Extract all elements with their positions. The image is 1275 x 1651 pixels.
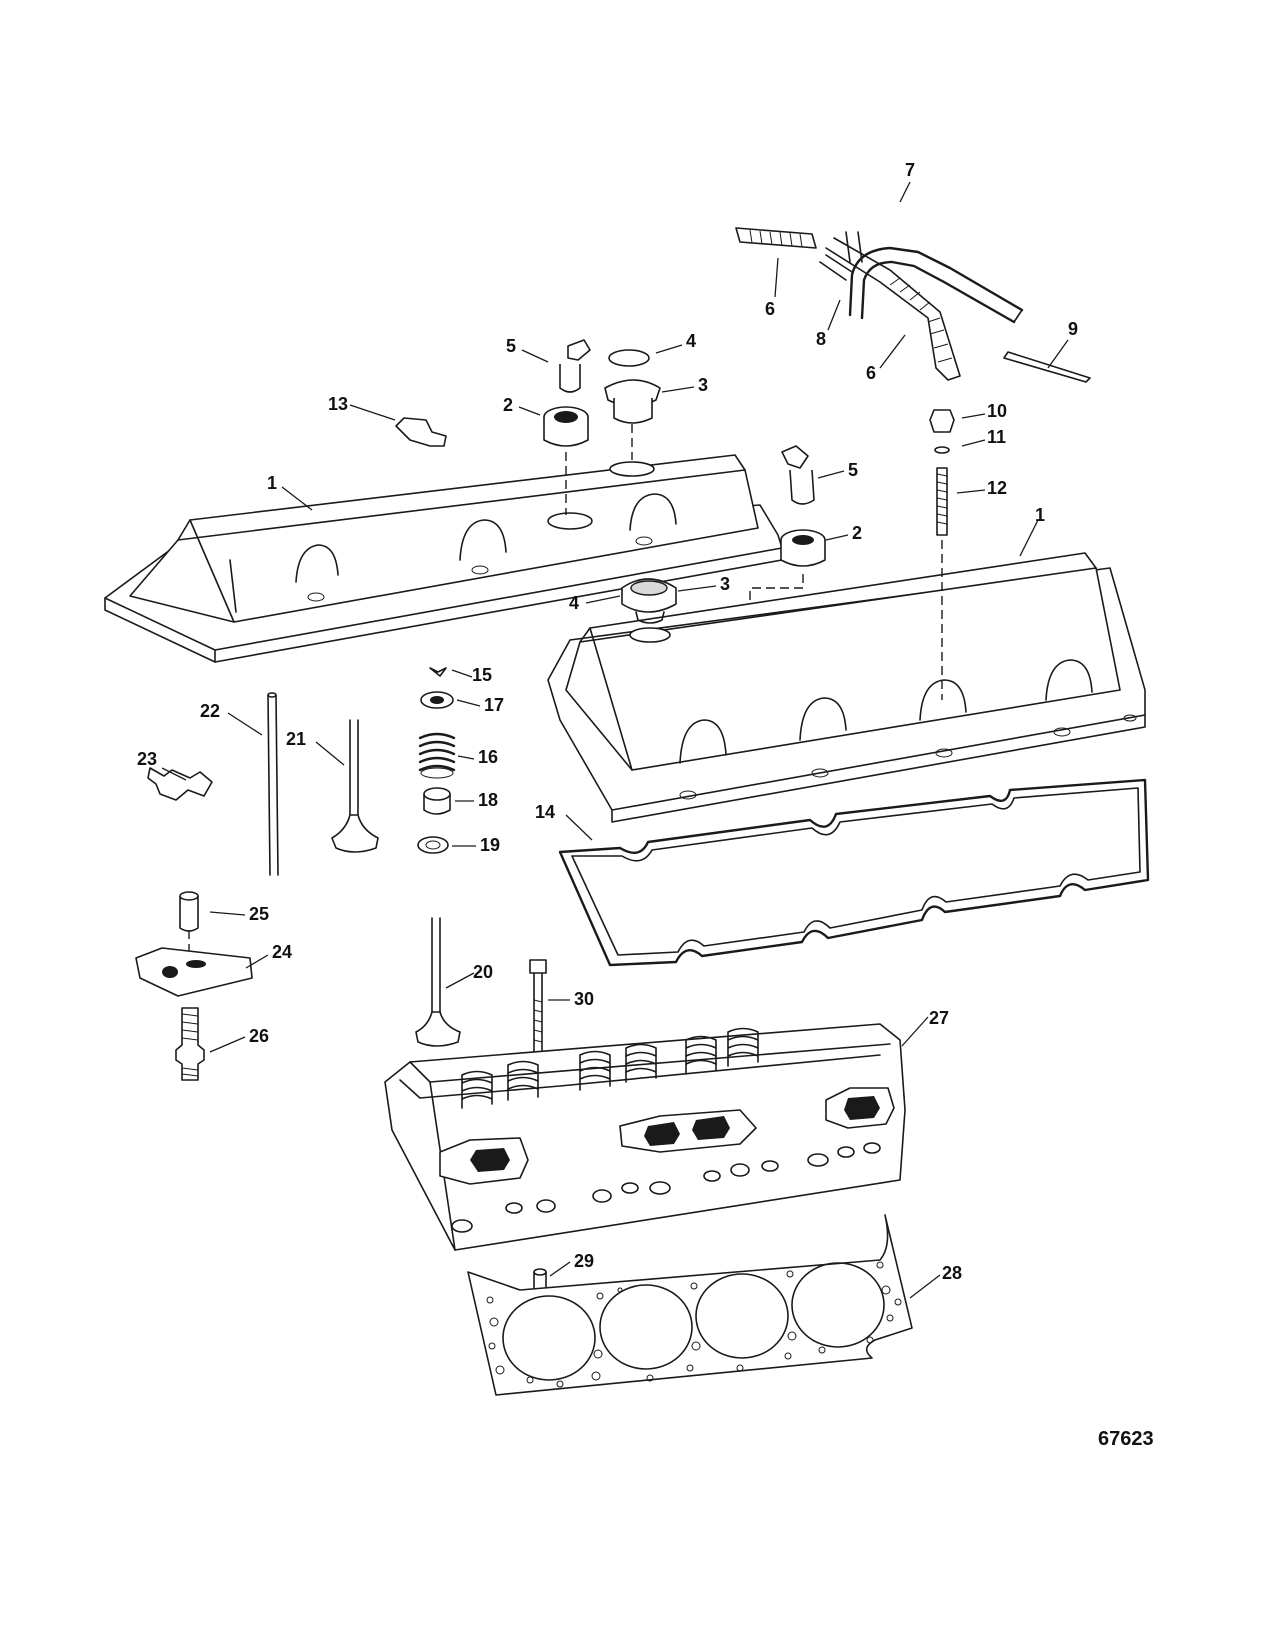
- callout-6: 6: [866, 363, 876, 383]
- callout-5: 5: [506, 336, 516, 356]
- callout-24: 24: [272, 942, 292, 962]
- callout-3: 3: [698, 375, 708, 395]
- right-rocker-cover: [547, 552, 1146, 823]
- callout-20: 20: [473, 962, 493, 982]
- callout-25: 25: [249, 904, 269, 924]
- bracket: [395, 417, 447, 447]
- callout-1: 1: [1035, 505, 1045, 525]
- callout-17: 17: [484, 695, 504, 715]
- valvetrain-parts: [135, 667, 547, 1294]
- left-rocker-cover: [104, 454, 783, 663]
- callout-22: 22: [200, 701, 220, 721]
- callout-labels: 7 6 8 6 9 5 4 3 2 13 1 10 11 12 5 2 1 3 …: [137, 160, 1154, 1450]
- callout-21: 21: [286, 729, 306, 749]
- stud-washer-nut: [929, 409, 955, 536]
- callout-1: 1: [267, 473, 277, 493]
- callout-12: 12: [987, 478, 1007, 498]
- callout-7: 7: [905, 160, 915, 180]
- right-cover-fittings: [621, 445, 826, 624]
- callout-2: 2: [852, 523, 862, 543]
- callout-4: 4: [569, 593, 579, 613]
- callout-16: 16: [478, 747, 498, 767]
- callout-28: 28: [942, 1263, 962, 1283]
- callout-19: 19: [480, 835, 500, 855]
- callout-27: 27: [929, 1008, 949, 1028]
- callout-13: 13: [328, 394, 348, 414]
- callout-3: 3: [720, 574, 730, 594]
- callout-9: 9: [1068, 319, 1078, 339]
- callout-18: 18: [478, 790, 498, 810]
- callout-8: 8: [816, 329, 826, 349]
- leader-lines: [161, 181, 1069, 1299]
- callout-15: 15: [472, 665, 492, 685]
- callout-14: 14: [535, 802, 555, 822]
- callout-2: 2: [503, 395, 513, 415]
- callout-10: 10: [987, 401, 1007, 421]
- cylinder-head: [384, 1023, 906, 1251]
- callout-30: 30: [574, 989, 594, 1009]
- figure-number: 67623: [1098, 1428, 1154, 1450]
- callout-29: 29: [574, 1251, 594, 1271]
- callout-11: 11: [987, 427, 1006, 447]
- left-cover-fittings: [543, 339, 661, 447]
- callout-4: 4: [686, 331, 696, 351]
- callout-26: 26: [249, 1026, 269, 1046]
- callout-23: 23: [137, 749, 157, 769]
- vent-hoses: [735, 227, 1091, 383]
- callout-6: 6: [765, 299, 775, 319]
- callout-5: 5: [848, 460, 858, 480]
- rocker-cover-gasket: [558, 778, 1150, 967]
- head-gasket: [467, 1214, 913, 1396]
